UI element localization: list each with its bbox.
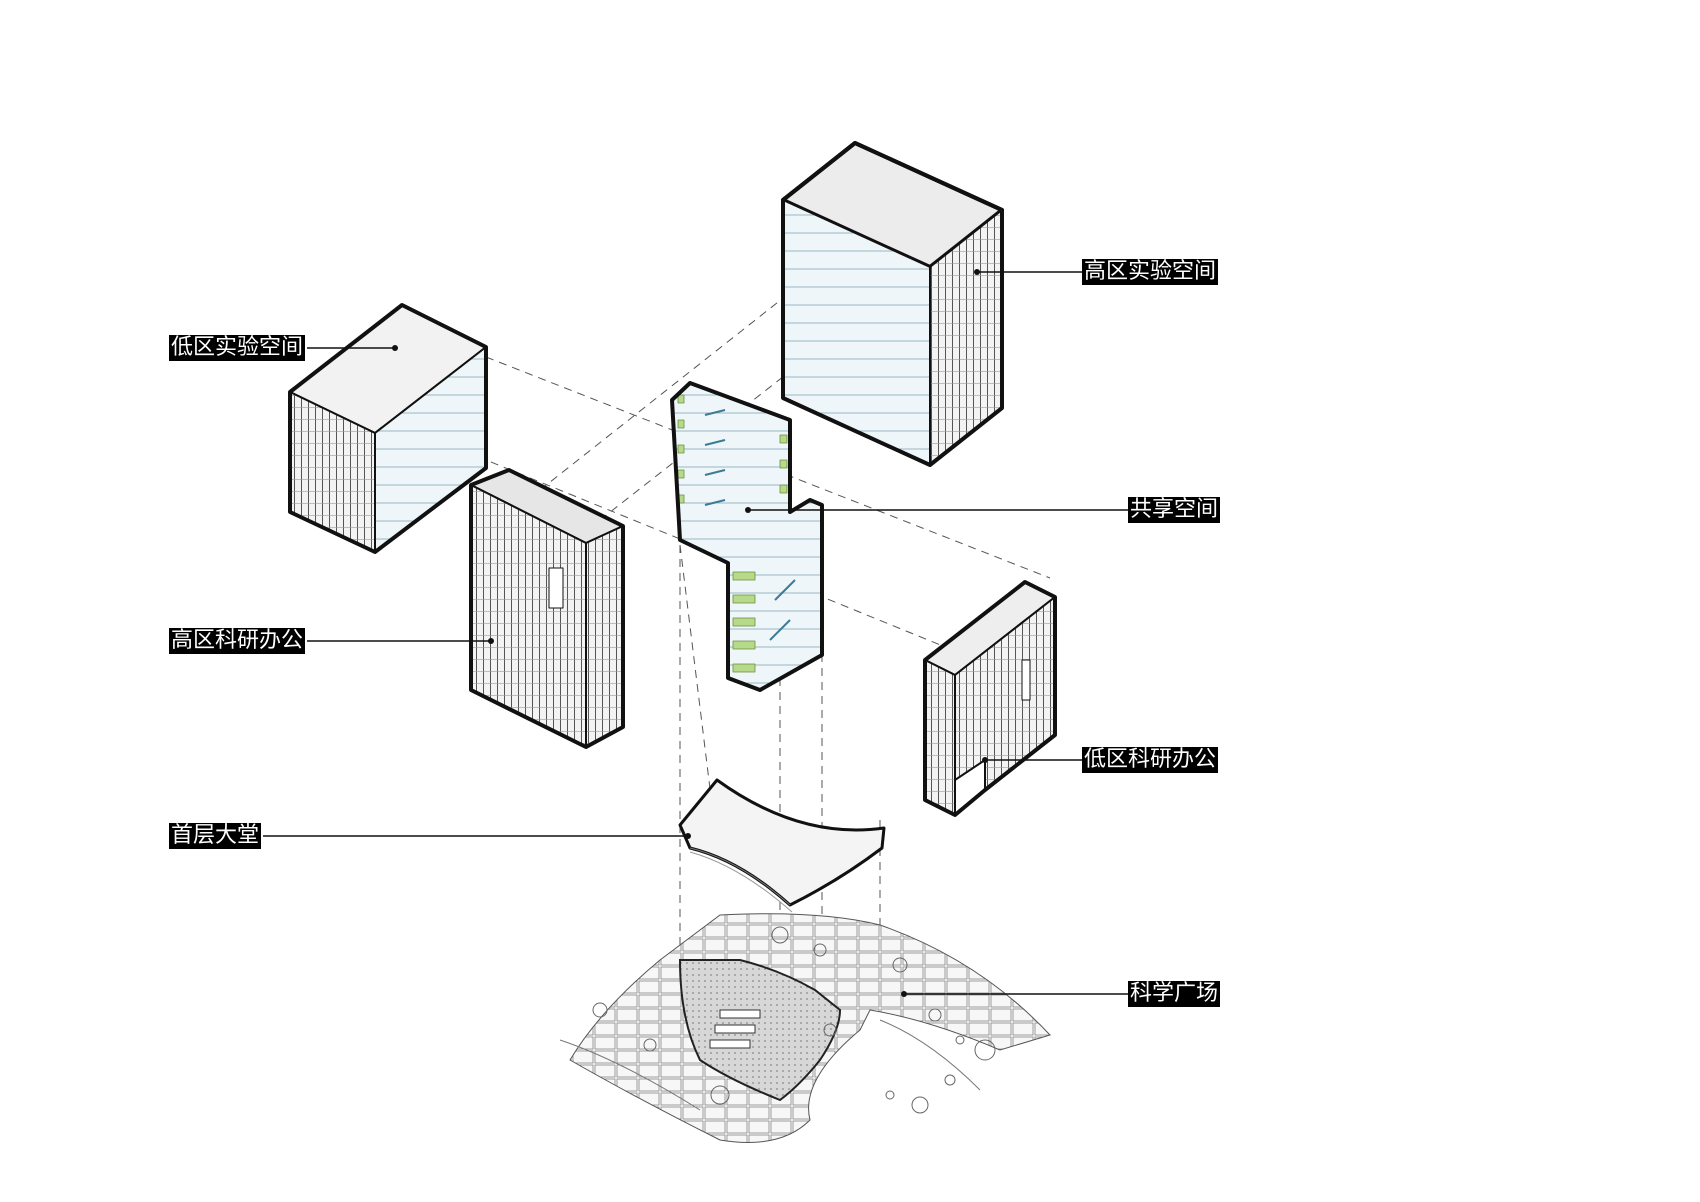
label-science-plaza: 科学广场: [1128, 981, 1221, 1007]
leader-dots: [392, 269, 988, 997]
label-low-lab: 低区实验空间: [169, 335, 306, 361]
low-office-block: [923, 580, 1057, 817]
label-high-office: 高区科研办公: [169, 628, 306, 654]
label-low-office: 低区科研办公: [1082, 747, 1219, 773]
label-lobby: 首层大堂: [169, 823, 262, 849]
science-plaza: [559, 913, 1051, 1143]
high-office-block: [469, 468, 625, 749]
lobby-slab: [678, 778, 886, 913]
shared-space-block: [670, 381, 824, 692]
leader-lines: [263, 271, 1128, 995]
low-lab-block: [288, 303, 488, 554]
label-high-lab: 高区实验空间: [1082, 259, 1219, 285]
label-shared-space: 共享空间: [1128, 497, 1221, 523]
high-lab-block: [781, 141, 1004, 467]
